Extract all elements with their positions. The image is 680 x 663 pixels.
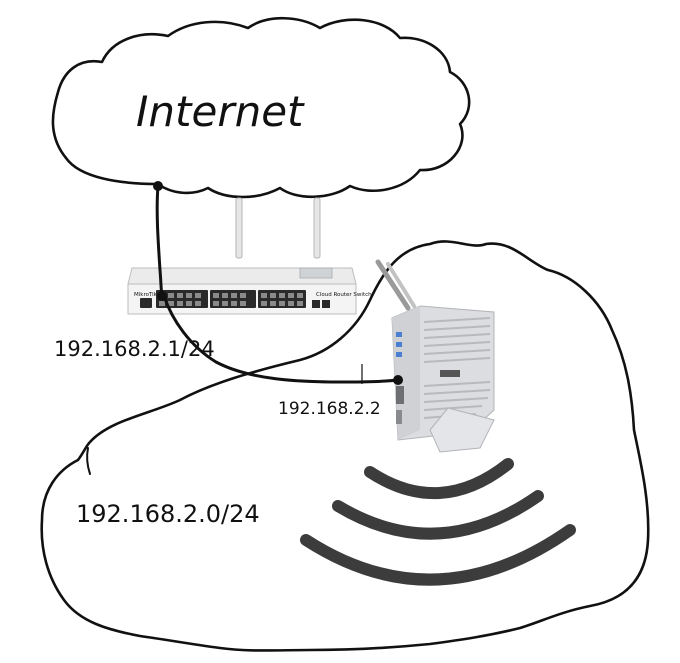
router-ip-label: 192.168.2.1/24 <box>54 337 215 361</box>
cloud-stroke-mark <box>86 447 91 475</box>
internet-label: Internet <box>136 87 305 136</box>
router-port-point <box>157 291 167 301</box>
router-brand-label: MikroTik <box>134 292 158 298</box>
host-port-point <box>393 375 403 385</box>
host-ip-label: 192.168.2.2 <box>278 399 381 419</box>
lan-cloud <box>40 240 650 652</box>
uplink-cable <box>155 184 164 298</box>
router-icon: MikroTik Cloud Router Switch <box>127 197 372 315</box>
router-model-label: Cloud Router Switch <box>316 292 372 298</box>
wifi-signal-icon <box>300 458 576 586</box>
internet-link-point <box>153 181 163 191</box>
internet-cloud <box>51 16 471 199</box>
network-label: 192.168.2.0/24 <box>76 500 260 528</box>
mini-pc-icon <box>375 259 495 453</box>
